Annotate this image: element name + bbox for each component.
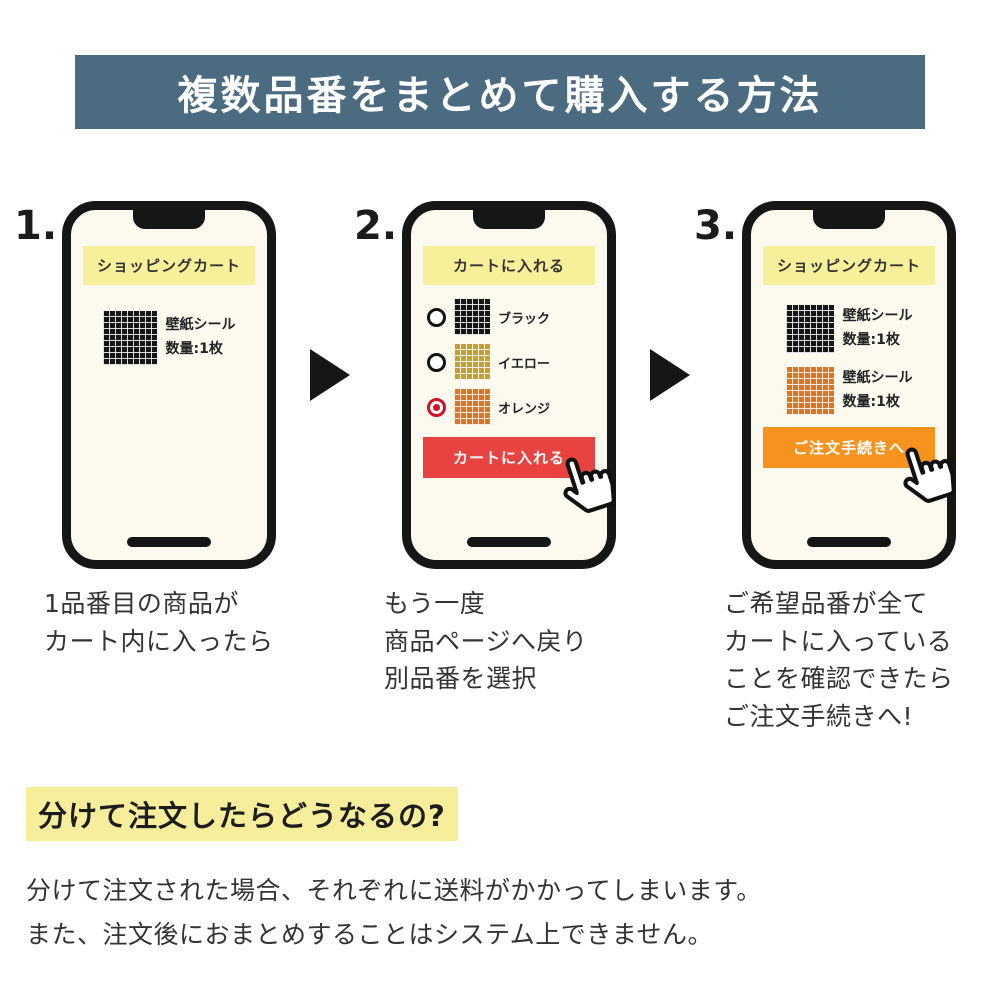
- screen-title-cart: ショッピングカート: [83, 246, 255, 285]
- footer-heading: 分けて注文したらどうなるの?: [26, 787, 458, 841]
- yellow-swatch-icon: [454, 344, 490, 380]
- orange-swatch-icon: [785, 367, 834, 415]
- item-name: 壁紙シール: [842, 308, 913, 325]
- radio-unselected-icon: [427, 352, 446, 372]
- option-label: ブラック: [498, 311, 551, 327]
- add-to-cart-button: カートに入れる: [423, 437, 616, 513]
- phone-1: ショッピングカート 壁紙シール 数量:1枚: [62, 201, 276, 569]
- footer-body-text: 分けて注文された場合、それぞれに送料がかかってしまいます。 また、注文後におまと…: [26, 876, 762, 949]
- item-qty: 数量:1枚: [842, 332, 900, 348]
- home-indicator-icon: [127, 537, 211, 547]
- footer-note: 分けて注文したらどうなるの? 分けて注文された場合、それぞれに送料がかかってしま…: [26, 787, 1000, 957]
- step-1-caption: 1品番目の商品が カート内に入ったら: [44, 589, 274, 656]
- black-swatch-icon: [785, 305, 834, 353]
- arrow-right-icon: [650, 349, 690, 401]
- black-swatch-icon: [454, 299, 490, 335]
- item-name: 壁紙シール: [842, 370, 913, 387]
- radio-selected-icon: [427, 397, 446, 417]
- phone-3: ショッピングカート 壁紙シール 数量:1枚 壁紙シール 数量:1枚: [742, 201, 956, 569]
- radio-unselected-icon: [427, 307, 446, 327]
- step-3: 3. ショッピングカート 壁紙シール 数量:1枚 壁紙シール 数量:1枚: [694, 201, 986, 735]
- step-2-number: 2.: [354, 203, 398, 249]
- item-qty: 数量:1枚: [165, 341, 223, 357]
- phone-notch-icon: [133, 209, 205, 229]
- hand-cursor-icon: [547, 443, 628, 524]
- orange-swatch-icon: [454, 389, 490, 425]
- screen-title-add-to-cart: カートに入れる: [423, 246, 595, 285]
- page-title: 複数品番をまとめて購入する方法: [75, 55, 925, 129]
- cart-item: 壁紙シール 数量:1枚: [751, 305, 947, 353]
- cart-item: 壁紙シール 数量:1枚: [71, 311, 267, 365]
- home-indicator-icon: [467, 537, 551, 547]
- step-2: 2. カートに入れる ブラック イエロー: [354, 201, 646, 735]
- step-2-caption: もう一度 商品ページへ戻り 別品番を選択: [384, 589, 588, 693]
- option-label: イエロー: [498, 356, 550, 372]
- cart-item: 壁紙シール 数量:1枚: [751, 367, 947, 415]
- steps-row: 1. ショッピングカート 壁紙シール 数量:1枚 1品番目の商品が カート内に入…: [0, 201, 1000, 735]
- option-black: ブラック: [427, 299, 607, 335]
- black-swatch-icon: [102, 311, 157, 365]
- option-label: オレンジ: [498, 401, 551, 417]
- cart-item-text: 壁紙シール 数量:1枚: [166, 314, 236, 362]
- checkout-button-label: ご注文手続きへ: [792, 439, 905, 457]
- hand-cursor-icon: [887, 433, 968, 514]
- option-yellow: イエロー: [427, 344, 607, 380]
- cart-item-text: 壁紙シール 数量:1枚: [843, 305, 913, 353]
- add-to-cart-button-label: カートに入れる: [452, 449, 565, 467]
- step-3-number: 3.: [694, 203, 738, 249]
- step-1-number: 1.: [14, 203, 58, 249]
- phone-notch-icon: [813, 209, 885, 229]
- step-3-caption: ご希望品番が全て カートに入っている ことを確認できたら ご注文手続きへ!: [724, 589, 954, 731]
- home-indicator-icon: [807, 537, 891, 547]
- option-orange: オレンジ: [427, 389, 607, 425]
- screen-title-cart: ショッピングカート: [763, 246, 935, 285]
- item-qty: 数量:1枚: [842, 394, 900, 410]
- checkout-button: ご注文手続きへ: [763, 427, 956, 503]
- phone-2: カートに入れる ブラック イエロー オレンジ: [402, 201, 616, 569]
- color-options: ブラック イエロー オレンジ: [427, 299, 607, 425]
- item-name: 壁紙シール: [165, 317, 236, 334]
- step-1: 1. ショッピングカート 壁紙シール 数量:1枚 1品番目の商品が カート内に入…: [14, 201, 306, 735]
- arrow-right-icon: [310, 349, 350, 401]
- phone-notch-icon: [473, 209, 545, 229]
- cart-item-text: 壁紙シール 数量:1枚: [843, 367, 913, 415]
